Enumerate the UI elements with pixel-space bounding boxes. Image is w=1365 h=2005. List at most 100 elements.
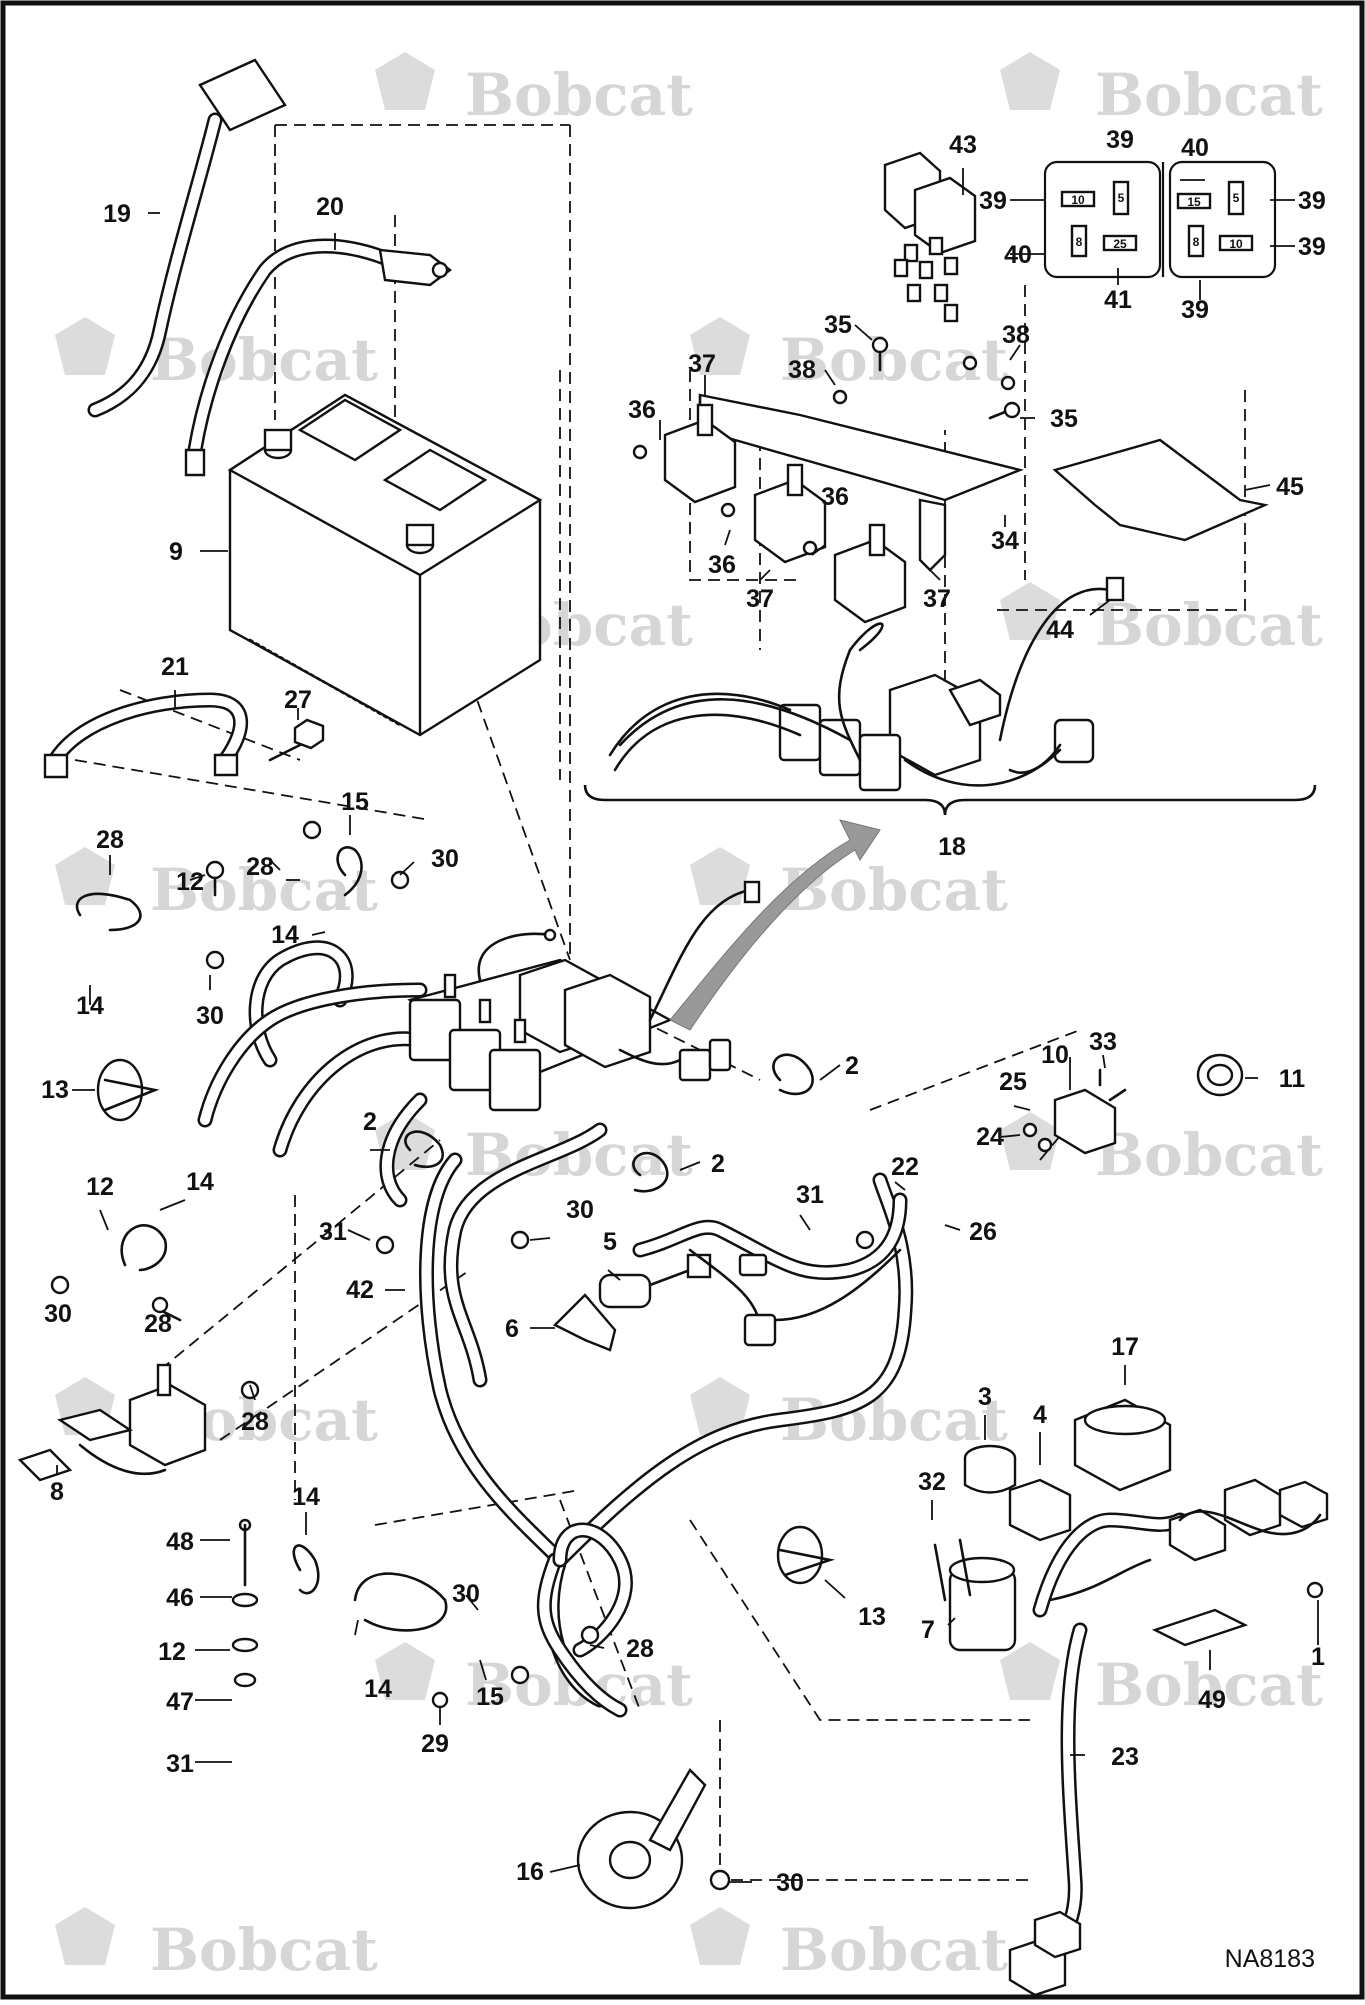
callout-39: 39 xyxy=(979,187,1007,215)
callout-14: 14 xyxy=(292,1483,320,1511)
gauge-17 xyxy=(1073,1398,1172,1492)
callout-28: 28 xyxy=(626,1635,654,1663)
callout-5: 5 xyxy=(603,1228,617,1256)
callout-48: 48 xyxy=(166,1528,194,1556)
sender-11 xyxy=(1196,1053,1244,1097)
svg-text:8: 8 xyxy=(1076,235,1083,249)
hourmeter-7 xyxy=(948,1556,1017,1652)
connector-harness-3-4 xyxy=(688,1248,902,1347)
ground-cable-21 xyxy=(43,692,248,779)
relay-pin-right-8: 8 xyxy=(1187,224,1205,258)
watermark-logo: Bobcat xyxy=(1000,582,1323,659)
switch-10 xyxy=(1053,1088,1127,1155)
connector-block-49 xyxy=(1151,1608,1249,1647)
relay-pin-right-15: 15 xyxy=(1176,192,1212,210)
svg-text:Bobcat: Bobcat xyxy=(1095,1121,1323,1189)
relay-pin-left-8: 8 xyxy=(1070,224,1088,258)
gauge-4 xyxy=(1008,1478,1072,1542)
callout-36: 36 xyxy=(821,483,849,511)
callout-14: 14 xyxy=(364,1675,392,1703)
callout-18: 18 xyxy=(938,833,966,861)
watermark-logo: Bobcat xyxy=(55,847,378,924)
relay-bracket-34 xyxy=(698,393,1024,572)
horn-16 xyxy=(576,1768,707,1910)
leader-lines xyxy=(56,168,1319,1883)
callout-38: 38 xyxy=(788,356,816,384)
callout-2: 2 xyxy=(363,1108,377,1136)
callout-26: 26 xyxy=(969,1218,997,1246)
callout-30: 30 xyxy=(431,845,459,873)
callout-31: 31 xyxy=(319,1218,347,1246)
svg-text:Bobcat: Bobcat xyxy=(1095,1651,1323,1719)
callout-38: 38 xyxy=(1002,321,1030,349)
callout-10: 10 xyxy=(1041,1041,1069,1069)
watermark-logo: Bobcat xyxy=(690,1907,1008,1984)
bolt-27 xyxy=(268,718,325,762)
battery-9 xyxy=(227,393,543,737)
callout-40: 40 xyxy=(1004,241,1032,269)
callout-4: 4 xyxy=(1033,1401,1047,1429)
fuse-cover-6 xyxy=(552,1293,617,1352)
svg-text:15: 15 xyxy=(1187,195,1201,209)
relay-37-c xyxy=(833,523,907,624)
battery-cable-20 xyxy=(184,238,452,477)
screws-35-36-38 xyxy=(632,336,1021,556)
callout-27: 27 xyxy=(284,686,312,714)
callout-14: 14 xyxy=(76,992,104,1020)
relay-pinout-left-frame xyxy=(1043,160,1162,279)
gauge-3 xyxy=(963,1444,1017,1494)
watermark-logo: Bobcat xyxy=(1000,1112,1323,1189)
callout-39: 39 xyxy=(1298,187,1326,215)
callout-3: 3 xyxy=(978,1383,992,1411)
connector-group-right xyxy=(1048,1478,1329,1602)
callout-37: 37 xyxy=(923,585,951,613)
callout-30: 30 xyxy=(44,1300,72,1328)
relay-pin-left-25: 25 xyxy=(1102,234,1138,252)
callout-39: 39 xyxy=(1298,233,1326,261)
callout-40: 40 xyxy=(1181,134,1209,162)
callout-7: 7 xyxy=(921,1616,935,1644)
relay-pinout-right-frame xyxy=(1168,160,1277,279)
callout-11: 11 xyxy=(1279,1065,1306,1093)
callout-35: 35 xyxy=(1050,405,1078,433)
relay-block-inset xyxy=(608,576,1125,792)
callout-1: 1 xyxy=(1311,1643,1325,1671)
callout-42: 42 xyxy=(346,1276,374,1304)
plug-13-b xyxy=(776,1525,836,1585)
callout-37: 37 xyxy=(746,585,774,613)
callout-24: 24 xyxy=(976,1123,1004,1151)
callout-33: 33 xyxy=(1089,1028,1117,1056)
drawing-code: NA8183 xyxy=(1225,1945,1315,1973)
callout-15: 15 xyxy=(341,788,369,816)
callout-13: 13 xyxy=(858,1603,886,1631)
callout-14: 14 xyxy=(271,921,299,949)
relay-pin-left-10: 10 xyxy=(1060,190,1096,208)
relay-43 xyxy=(883,151,977,255)
callout-30: 30 xyxy=(776,1869,804,1897)
svg-text:Bobcat: Bobcat xyxy=(150,326,378,394)
callout-25: 25 xyxy=(999,1068,1027,1096)
detail-bracket-18 xyxy=(583,784,1317,816)
watermark-logo: Bobcat xyxy=(1000,52,1323,129)
svg-text:Bobcat: Bobcat xyxy=(1095,591,1323,659)
callout-15: 15 xyxy=(476,1683,504,1711)
callout-20: 20 xyxy=(316,193,344,221)
relay-37-a xyxy=(663,403,737,504)
callout-39: 39 xyxy=(1106,126,1134,154)
watermark-logo: Bobcat xyxy=(55,1907,378,1984)
connector-23 xyxy=(1008,1910,1082,1997)
callout-21: 21 xyxy=(161,653,189,681)
callout-32: 32 xyxy=(918,1468,946,1496)
battery-cable-19 xyxy=(87,58,287,418)
cover-plate-45 xyxy=(1052,438,1269,542)
callout-34: 34 xyxy=(991,527,1019,555)
callout-37: 37 xyxy=(688,350,716,378)
watermark-logo: Bobcat xyxy=(690,1377,1008,1454)
callout-labels: 43 39 40 39 39 40 39 41 39 19 20 9 35 38… xyxy=(41,126,1326,1897)
watermark-logo: Bobcat xyxy=(375,1112,693,1189)
hardware-nuts-bolts xyxy=(50,820,1324,1891)
callout-31: 31 xyxy=(796,1181,824,1209)
relay-pin-left-5: 5 xyxy=(1112,180,1130,216)
callout-12: 12 xyxy=(176,868,204,896)
